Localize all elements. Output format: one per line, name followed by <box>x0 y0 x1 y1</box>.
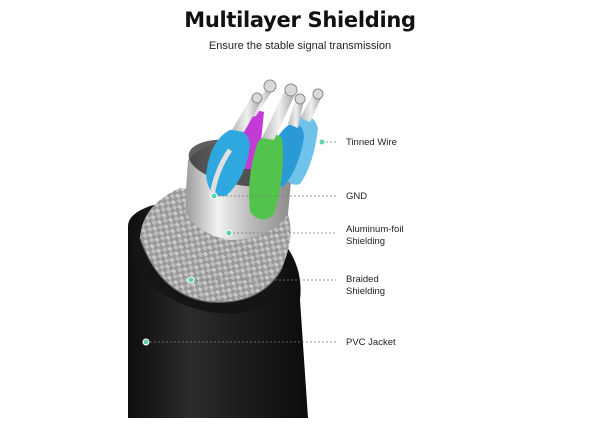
callout-label: Braided <box>346 274 379 285</box>
callout-label: Shielding <box>346 286 385 297</box>
callout-gnd: GND <box>210 191 367 202</box>
callout-pvc-jacket: PVC Jacket <box>142 337 396 348</box>
callout-tinned-wire: Tinned Wire <box>318 137 397 148</box>
page-subtitle: Ensure the stable signal transmission <box>208 40 392 52</box>
callout-label: GND <box>346 191 367 202</box>
callout-label: Tinned Wire <box>346 137 397 148</box>
callout-braided-shielding: Braided Shielding <box>187 274 385 297</box>
callout-label: PVC Jacket <box>346 337 396 348</box>
inner-wires <box>206 79 324 220</box>
callout-label: Shielding <box>346 236 385 247</box>
callouts: Tinned Wire GND Aluminum-foil Shielding … <box>142 137 404 348</box>
callout-label: Aluminum-foil <box>346 224 404 235</box>
callout-aluminum-foil: Aluminum-foil Shielding <box>225 224 404 247</box>
page-title: Multilayer Shielding <box>184 8 416 32</box>
